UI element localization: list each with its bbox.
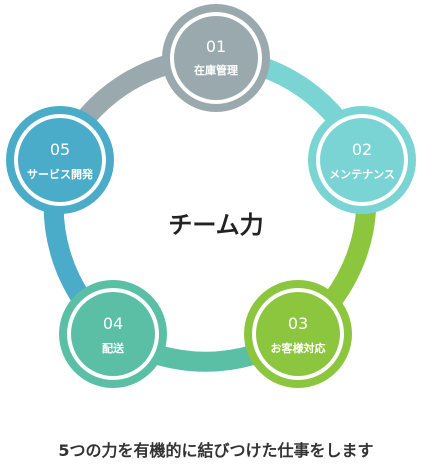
node-maintenance: 02 メンテナンス bbox=[308, 106, 416, 214]
node-1-number: 01 bbox=[206, 37, 226, 56]
node-5-inner-circle bbox=[18, 118, 102, 202]
node-5-number: 05 bbox=[50, 140, 70, 159]
node-2-label: メンテナンス bbox=[329, 168, 395, 181]
node-4-inner-circle bbox=[71, 292, 155, 376]
node-2-inner-circle bbox=[320, 118, 404, 202]
node-3-inner-circle bbox=[256, 292, 340, 376]
node-3-label: お客様対応 bbox=[271, 341, 326, 355]
node-inventory-management: 01 在庫管理 bbox=[162, 4, 270, 112]
team-cycle-diagram: 01 在庫管理 02 メンテナンス 03 お客様対応 04 配送 05 サービス… bbox=[6, 4, 416, 388]
node-5-label: サービス開発 bbox=[27, 167, 94, 181]
caption: 5つの力を有機的に結びつけた仕事をします bbox=[58, 441, 374, 460]
node-4-label: 配送 bbox=[102, 341, 125, 355]
node-4-number: 04 bbox=[103, 314, 123, 333]
node-1-inner-circle bbox=[174, 16, 258, 100]
node-1-label: 在庫管理 bbox=[194, 63, 238, 77]
node-service-development: 05 サービス開発 bbox=[6, 106, 114, 214]
center-title: チーム力 bbox=[168, 211, 263, 239]
node-delivery: 04 配送 bbox=[59, 280, 167, 388]
node-2-number: 02 bbox=[352, 140, 372, 159]
node-3-number: 03 bbox=[288, 314, 308, 333]
node-customer-service: 03 お客様対応 bbox=[244, 280, 352, 388]
